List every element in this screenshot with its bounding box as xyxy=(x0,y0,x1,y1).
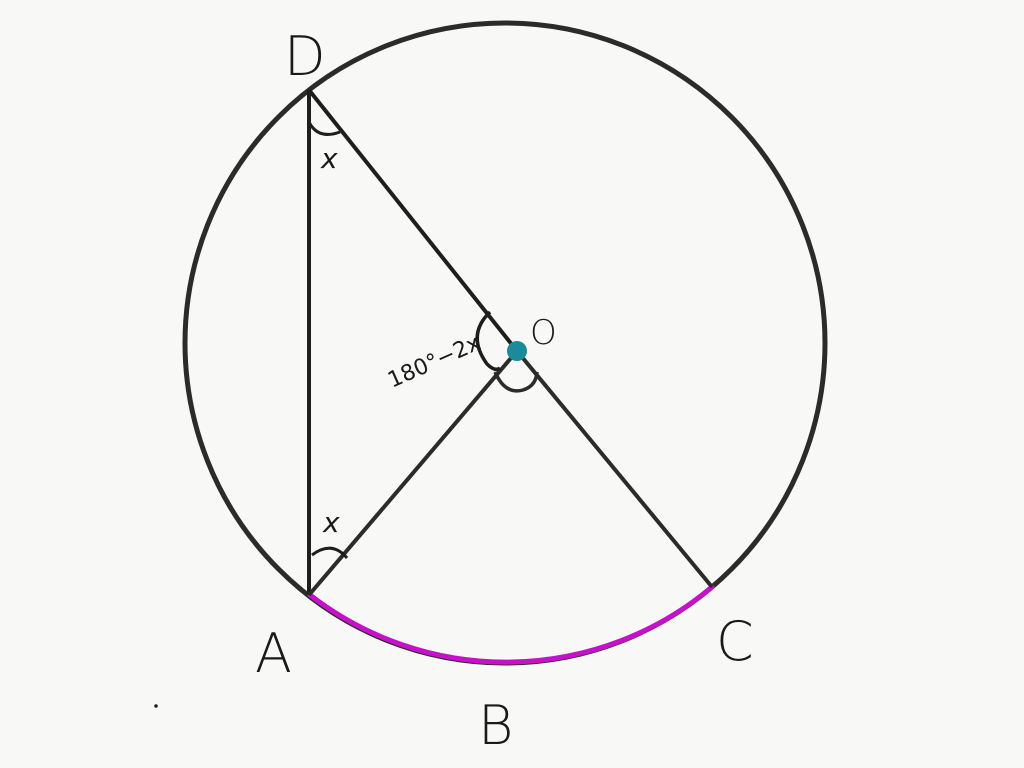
label-a: A xyxy=(255,622,292,685)
center-point-o xyxy=(507,341,527,361)
angle-marker-a xyxy=(311,546,349,560)
angle-marker-o-left xyxy=(475,310,502,372)
angle-label-d: x xyxy=(320,142,338,175)
stray-dot xyxy=(154,704,158,708)
radius-oc xyxy=(515,349,714,589)
label-c: C xyxy=(716,610,754,673)
angle-marker-d xyxy=(307,121,341,136)
label-b: B xyxy=(478,694,513,757)
circle xyxy=(182,20,828,666)
label-o: O xyxy=(530,313,557,353)
angle-marker-o-bottom xyxy=(493,371,539,393)
label-d: D xyxy=(284,25,326,88)
arc-abc xyxy=(307,584,715,665)
radius-do xyxy=(307,88,519,353)
angle-label-a: x xyxy=(322,506,340,539)
angle-label-o: 180°−2x xyxy=(384,331,484,394)
radius-ao xyxy=(307,349,519,597)
